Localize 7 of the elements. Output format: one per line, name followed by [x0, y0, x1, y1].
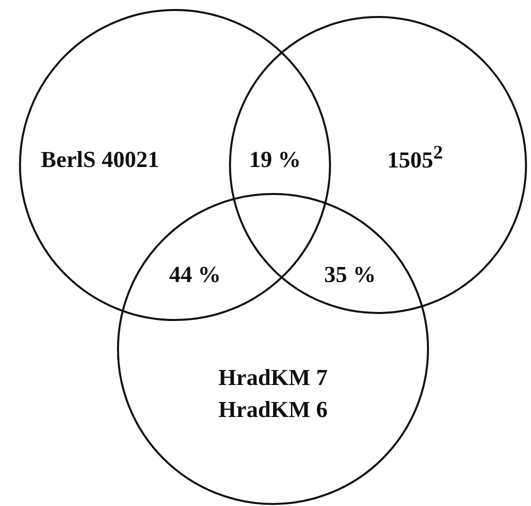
- set-label: BerlS 40021: [40, 147, 160, 173]
- overlap-percentage: 44 %: [169, 262, 221, 288]
- set-label: 1505$^{2}$: [387, 142, 443, 174]
- overlap-percentage: 19 %: [249, 147, 301, 173]
- set-label: HradKM 6: [218, 397, 328, 423]
- set-label: HradKM 7: [218, 365, 328, 391]
- overlap-percentage: 35 %: [324, 262, 376, 288]
